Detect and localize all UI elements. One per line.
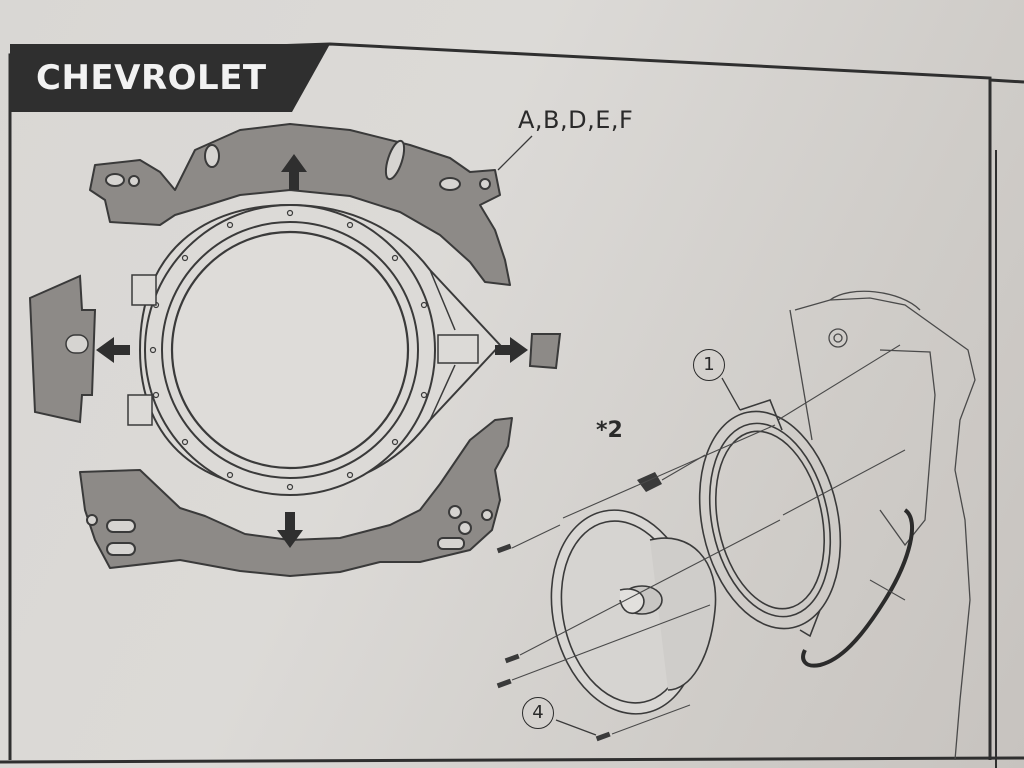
arrow-right-icon xyxy=(495,337,528,363)
callout-4-leader xyxy=(555,719,597,736)
arrow-left-icon xyxy=(96,337,130,363)
frame-edge-right xyxy=(989,78,1024,84)
speaker-bracket xyxy=(698,399,842,638)
right-removable-piece xyxy=(528,333,562,370)
callout-4: 4 xyxy=(522,697,554,729)
callout-1: 1 xyxy=(693,349,725,381)
parts-leader-line xyxy=(497,135,533,171)
screw-icon xyxy=(637,472,662,492)
parts-label: A,B,D,E,F xyxy=(518,106,634,134)
callout-1-leader xyxy=(721,377,741,411)
arrow-up-icon xyxy=(281,154,307,190)
screw-icon xyxy=(595,731,611,742)
screw-icon xyxy=(504,653,520,664)
left-piece-slot xyxy=(65,334,89,354)
alignment-lines xyxy=(511,344,906,735)
door-panel-outline xyxy=(789,290,976,761)
left-removable-piece xyxy=(28,274,97,424)
screw-icon xyxy=(496,543,512,554)
removal-arrows xyxy=(96,154,528,548)
brand-title: CHEVROLET xyxy=(36,58,267,98)
lower-bracket xyxy=(79,417,513,577)
screw-icon xyxy=(496,678,512,689)
wiring-harness xyxy=(801,508,914,668)
speaker xyxy=(550,509,717,715)
upper-bracket xyxy=(89,123,511,286)
header-band xyxy=(10,44,330,112)
adapter-ring xyxy=(127,203,502,496)
screw-note-label: *2 xyxy=(596,418,623,443)
arrow-down-icon xyxy=(277,512,303,548)
frame-bottom xyxy=(0,756,1024,764)
